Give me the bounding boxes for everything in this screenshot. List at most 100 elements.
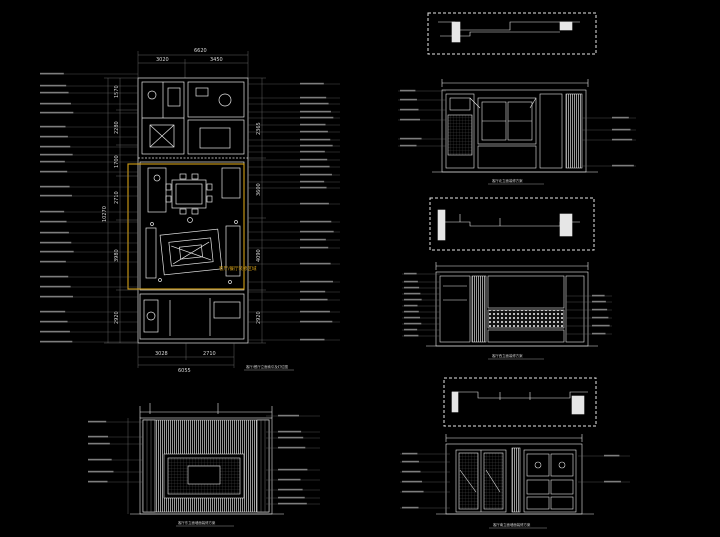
annotation-text-mark	[40, 72, 64, 75]
annotation-text-mark	[400, 108, 419, 111]
annotation-text-mark	[592, 294, 605, 297]
dim-left-top: 3020	[156, 57, 169, 63]
annotation-text-mark	[278, 436, 304, 439]
annotation-text-mark	[40, 310, 66, 313]
plan-annotations-right	[248, 82, 340, 341]
annotation-text-mark	[88, 458, 112, 461]
annotation-text-mark	[402, 490, 424, 493]
annotation-text-mark	[300, 173, 332, 176]
left-dimension-values: 1570 2280 1700 2710 10270 3980 2920	[102, 85, 120, 324]
annotation-text-mark	[612, 128, 631, 131]
elevation-4-caption: 客厅南立面墙面装修方案	[493, 522, 531, 527]
ceiling-section-2	[429, 197, 595, 251]
plan-caption: 客厅/餐厅立面索引及灯位图	[246, 364, 288, 369]
annotation-text-mark	[300, 165, 330, 168]
elevation-1-caption: 客厅东立面墙面装修方案	[178, 520, 216, 525]
annotation-text-mark	[300, 144, 333, 147]
annotation-text-mark	[400, 144, 417, 147]
annotation-text-mark	[40, 145, 71, 148]
annotation-text-mark	[404, 322, 422, 325]
annotation-text-mark	[404, 334, 419, 337]
elevation-2-annotations	[398, 89, 636, 167]
left-dimension-chain	[104, 77, 138, 344]
annotation-text-mark	[300, 220, 332, 223]
annotation-text-mark	[402, 506, 419, 509]
annotation-text-mark	[300, 338, 325, 341]
annotation-text-mark	[300, 82, 324, 85]
annotation-text-mark	[40, 295, 73, 298]
annotation-text-mark	[300, 246, 329, 249]
svg-text:1700: 1700	[114, 155, 120, 168]
annotation-text-mark	[300, 138, 331, 141]
annotation-text-mark	[404, 316, 421, 319]
annotation-text-mark	[300, 280, 333, 283]
tv-screen	[187, 465, 221, 485]
elevation-south-wall: 客厅南立面墙面装修方案	[436, 434, 594, 529]
annotation-text-mark	[40, 285, 71, 288]
bottom-dimension-chain	[137, 343, 235, 368]
annotation-text-mark	[400, 118, 421, 121]
annotation-text-mark	[300, 186, 327, 189]
elevation-east-wall: 客厅东立面墙面装修方案	[127, 403, 284, 527]
annotation-text-mark	[300, 116, 334, 119]
elevation-2-caption: 客厅北立面装修方案	[492, 178, 523, 183]
right-dimension-chain	[248, 77, 266, 344]
annotation-text-mark	[40, 220, 67, 223]
decorative-dot-panel	[487, 309, 565, 329]
annotation-text-mark	[604, 480, 621, 483]
annotation-text-mark	[278, 496, 305, 499]
svg-text:2365: 2365	[256, 122, 262, 135]
annotation-text-mark	[40, 231, 69, 234]
annotation-text-mark	[300, 230, 334, 233]
floor-plan: 6620 3020 3450	[102, 48, 294, 374]
annotation-text-mark	[40, 125, 66, 128]
svg-text:10270: 10270	[102, 206, 108, 222]
dining-table	[171, 179, 207, 209]
annotation-text-mark	[40, 111, 74, 114]
elevation-3-caption: 客厅西立面装修方案	[492, 353, 523, 358]
plan-outer-wall	[137, 77, 249, 344]
annotation-text-mark	[40, 210, 65, 213]
dim-overall-bottom: 6055	[178, 368, 191, 374]
annotation-text-mark	[40, 170, 68, 173]
annotation-text-mark	[278, 414, 299, 417]
annotation-text-mark	[40, 102, 71, 105]
svg-text:2280: 2280	[114, 121, 120, 134]
svg-text:4090: 4090	[256, 249, 262, 262]
annotation-text-mark	[40, 250, 74, 253]
annotation-text-mark	[88, 480, 108, 483]
annotation-text-mark	[40, 160, 65, 163]
annotation-text-mark	[404, 272, 417, 275]
annotation-text-mark	[592, 332, 606, 335]
elevation-1-annotations	[88, 414, 320, 505]
annotation-text-mark	[40, 275, 69, 278]
svg-text:1570: 1570	[114, 85, 120, 98]
elevation-west-wall: 客厅西立面装修方案	[426, 262, 598, 360]
annotation-text-mark	[300, 110, 331, 113]
annotation-text-mark	[400, 137, 422, 140]
plan-annotations-left	[40, 72, 138, 343]
sofa-group	[159, 228, 223, 276]
annotation-text-mark	[592, 316, 609, 319]
annotation-text-mark	[278, 502, 307, 505]
annotation-text-mark	[300, 102, 329, 105]
annotation-text-mark	[300, 180, 325, 183]
annotation-text-mark	[404, 304, 418, 307]
annotation-text-mark	[604, 454, 620, 457]
annotation-text-mark	[402, 480, 423, 483]
annotation-text-mark	[40, 153, 73, 156]
annotation-text-mark	[88, 435, 109, 438]
annotation-text-mark	[300, 238, 326, 241]
annotation-text-mark	[404, 280, 418, 283]
elevation-3-annotations	[402, 272, 612, 337]
annotation-text-mark	[40, 84, 67, 87]
annotation-text-mark	[402, 470, 421, 473]
svg-text:3980: 3980	[114, 249, 120, 262]
dim-overall-top: 6620	[194, 48, 207, 54]
annotation-text-mark	[404, 292, 421, 295]
annotation-text-mark	[402, 460, 419, 463]
annotation-text-mark	[612, 164, 634, 167]
right-dimension-values: 2365 3600 4090 2920	[256, 122, 262, 324]
annotation-text-mark	[40, 91, 69, 94]
